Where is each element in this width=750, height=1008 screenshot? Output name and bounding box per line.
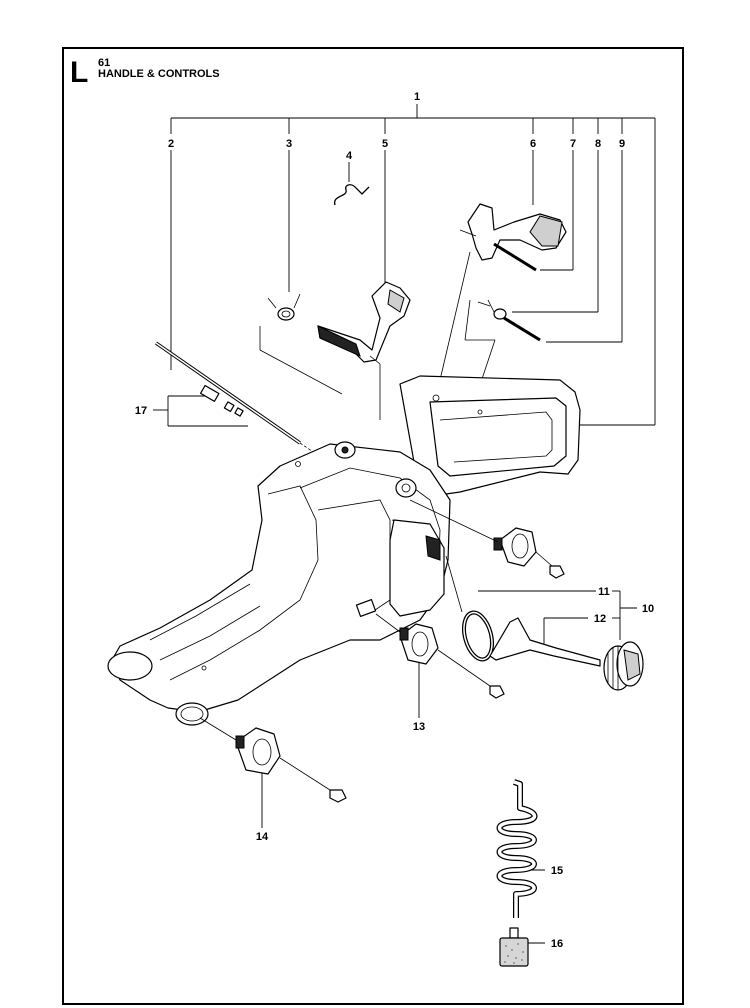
- av-damper-top: [409, 499, 565, 579]
- torsion-spring-part: [259, 293, 343, 395]
- rear-handle-body: [107, 375, 581, 726]
- section-number: 61: [98, 57, 110, 69]
- spring-part: [334, 184, 370, 206]
- callout-9: 9: [619, 138, 625, 150]
- callout-13: 13: [413, 721, 425, 733]
- bushing-parts: [199, 384, 244, 417]
- av-damper-mid: [375, 613, 505, 699]
- section-title: HANDLE & CONTROLS: [98, 68, 220, 80]
- callout-15: 15: [551, 865, 563, 877]
- callout-6: 6: [530, 138, 536, 150]
- callout-1: 1: [414, 91, 420, 103]
- callout-5: 5: [382, 138, 388, 150]
- throttle-rod-part: [155, 341, 341, 471]
- trigger-spring-part: [464, 299, 541, 386]
- fuel-cap-part: [489, 617, 644, 691]
- callout-labels: 1 2 3 4 5 6 7 8 9 10 11 12 13 14 15 16 1…: [135, 91, 654, 950]
- callout-2: 2: [168, 138, 174, 150]
- callout-3: 3: [286, 138, 292, 150]
- section-letter: L: [70, 56, 88, 89]
- callout-7: 7: [570, 138, 576, 150]
- leader-lines: [153, 104, 656, 944]
- oil-pickup-hose-part: [496, 779, 538, 918]
- callout-10: 10: [642, 603, 654, 615]
- callout-16: 16: [551, 938, 563, 950]
- callout-4: 4: [346, 150, 353, 162]
- throttle-lockout-part: [317, 281, 411, 420]
- callout-8: 8: [595, 138, 601, 150]
- av-damper-bottom: [199, 717, 347, 803]
- callout-11: 11: [598, 586, 610, 598]
- oil-filter-part: [499, 927, 529, 967]
- o-ring-part: [445, 555, 495, 662]
- callout-17: 17: [135, 405, 147, 417]
- diagram-frame: [62, 47, 684, 1005]
- callout-14: 14: [256, 831, 269, 843]
- throttle-trigger-part: [439, 203, 567, 381]
- callout-12: 12: [594, 613, 606, 625]
